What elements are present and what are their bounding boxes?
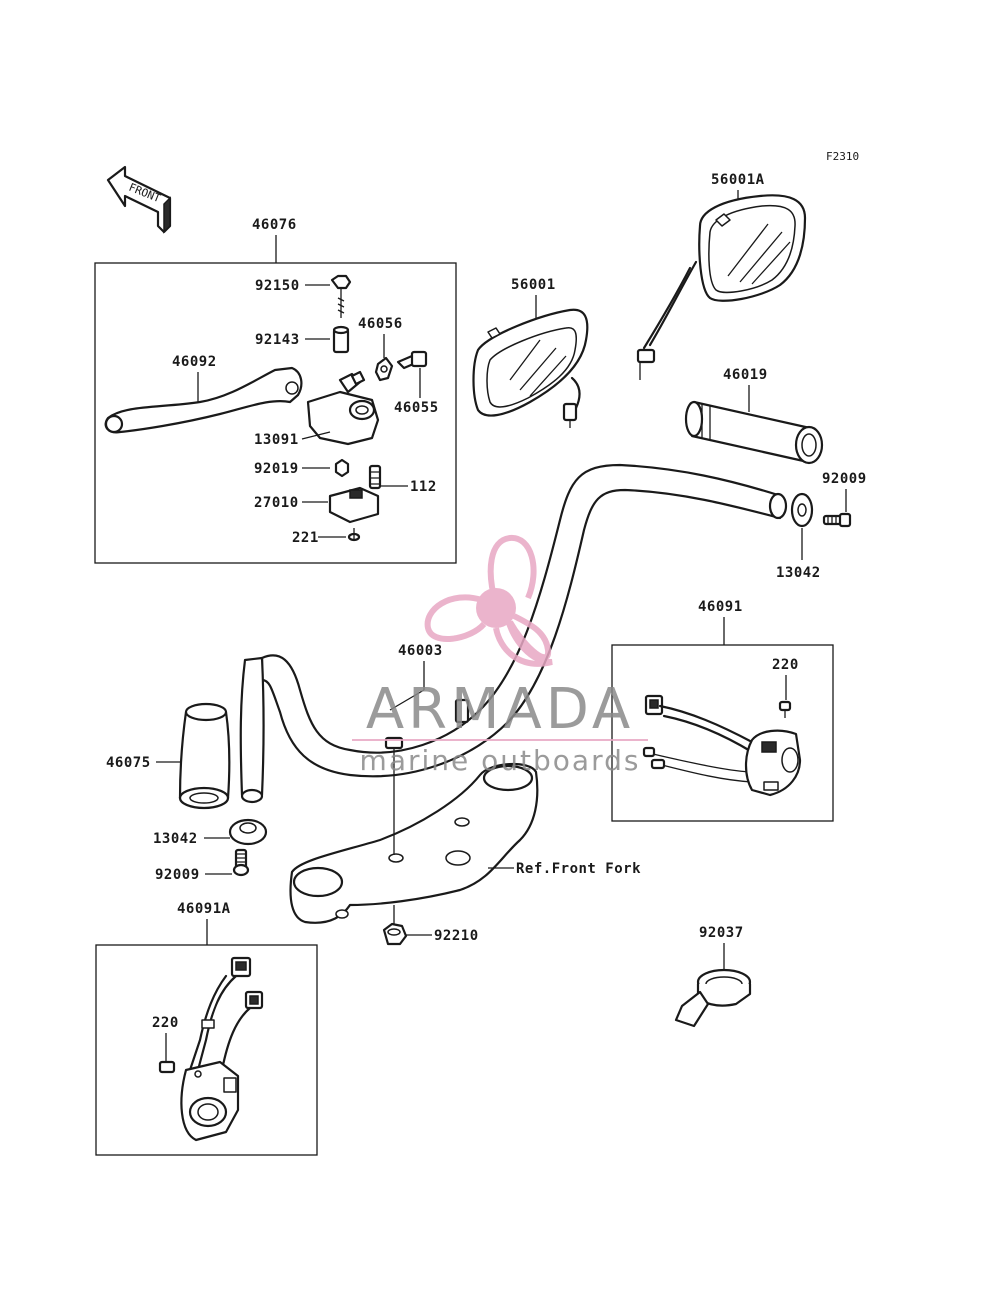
label-46019: 46019 [723,367,768,383]
lever-bracket-13091-icon [306,370,380,446]
screw-221-icon [347,528,361,542]
bar-end-weight-13042-left-icon [228,818,268,846]
clutch-lever-assembly-box [94,262,457,564]
label-112: 112 [410,479,437,495]
label-13042-left: 13042 [153,831,198,847]
label-56001: 56001 [511,277,556,293]
handlebar-46003-icon [239,463,788,804]
screw-112-icon [368,464,382,490]
label-56001A: 56001A [711,172,765,188]
figure-code: F2310 [826,150,859,163]
watermark-brand: ARMADA [366,677,634,742]
throttle-grip-46019-icon [684,400,824,465]
label-46075: 46075 [106,755,151,771]
mirror-left-56001-icon [472,308,589,428]
top-bridge-icon [289,762,539,924]
label-46092: 46092 [172,354,217,370]
mirror-right-56001A-icon [636,194,807,380]
reference-front-fork: Ref.Front Fork [516,861,641,877]
label-92210: 92210 [434,928,479,944]
label-46091A: 46091A [177,901,231,917]
clutch-switch-27010-icon [328,486,380,524]
label-92037: 92037 [699,925,744,941]
label-46056: 46056 [358,316,403,332]
label-221: 221 [292,530,319,546]
label-92150: 92150 [255,278,300,294]
label-13091: 13091 [254,432,299,448]
right-switch-box [611,644,834,822]
label-46055: 46055 [394,400,439,416]
adjuster-bolt-46055-icon [396,350,428,370]
screw-92009-left-icon [232,848,250,877]
left-handlebar-switch-icon [158,956,264,1142]
right-handlebar-switch-icon [642,694,802,797]
clutch-lever-46092-icon [104,366,303,434]
label-220-left: 220 [152,1015,179,1031]
label-46076: 46076 [252,217,297,233]
bolt-92150-icon [330,274,352,318]
label-27010: 27010 [254,495,299,511]
left-grip-46075-icon [178,702,231,810]
watermark-tagline: marine outboards [360,744,641,777]
bar-end-weight-13042-right-icon [790,492,814,528]
label-92009-right: 92009 [822,471,867,487]
label-46091: 46091 [698,599,743,615]
left-switch-box [95,944,318,1156]
label-92143: 92143 [255,332,300,348]
front-arrow-icon: FRONT [106,165,172,234]
collar-92143-icon [332,325,350,354]
label-13042-right: 13042 [776,565,821,581]
nut-92210-icon [382,922,408,946]
label-46003: 46003 [398,643,443,659]
nut-46056-icon [374,356,394,382]
nut-92019-icon [334,458,350,478]
cable-clamp-92037-icon [674,968,752,1028]
propeller-logo-icon [424,535,553,667]
label-220-right: 220 [772,657,799,673]
label-92019: 92019 [254,461,299,477]
screw-92009-right-icon [822,512,852,528]
label-92009-left: 92009 [155,867,200,883]
watermark: ARMADA marine outboards [352,535,648,777]
